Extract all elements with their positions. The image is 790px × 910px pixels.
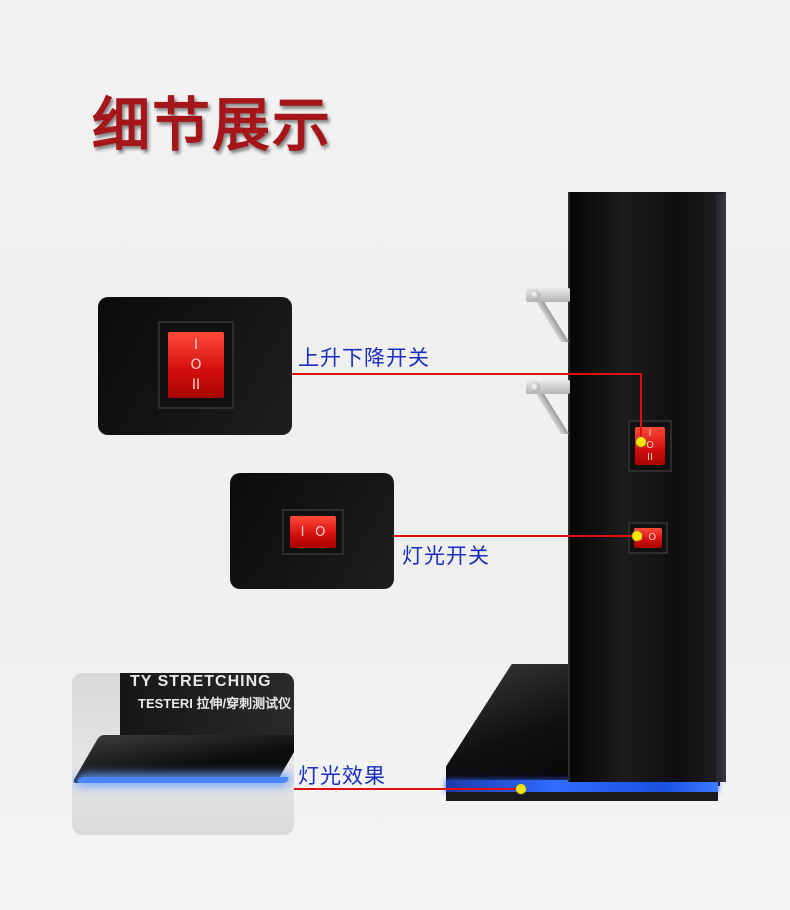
switch-center-mark: II [191,377,201,393]
mini-panel-text-line2: TESTERI 拉伸/穿刺测试仪 [138,696,292,711]
device-panel [568,192,726,782]
device-lift-switch[interactable]: I O II [628,420,672,472]
upper-bracket-arm [534,300,570,342]
lift-switch-closeup: I O II [158,321,234,409]
callout-line-lift-h [292,373,642,375]
base-bottom-edge [446,792,718,801]
callout-label-light-effect: 灯光效果 [298,764,386,788]
callout-line-light-switch [394,535,638,537]
callout-label-lift-switch: 上升下降开关 [298,346,430,370]
marker-light-effect [516,784,526,794]
switch-on-mark: I [300,524,305,540]
upper-screw-icon [530,290,540,300]
switch-off-mark: O [648,532,657,543]
callout-line-light-effect [294,788,522,790]
mini-panel-text-line1: TY STRETCHING [130,673,272,690]
callout-label-light-switch: 灯光开关 [402,544,490,568]
thumbnail-light-effect: TY STRETCHING TESTERI 拉伸/穿刺测试仪 [72,673,294,835]
mini-device-panel [120,673,294,745]
callout-line-lift-v [640,373,642,441]
switch-off-mark: O [190,357,202,373]
lower-bracket-arm [534,392,570,434]
marker-light-switch [632,531,642,541]
switch-center-mark: II [647,452,653,463]
switch-on-mark: I [193,337,199,353]
marker-lift-switch [636,437,646,447]
switch-off-mark: O [646,440,654,451]
page-title: 细节展示 [92,91,333,159]
thumbnail-lift-switch: I O II [98,297,292,435]
switch-on-mark: I [648,428,652,439]
thumbnail-light-switch: I O [230,473,394,589]
switch-off-mark: O [315,524,326,540]
device-panel-edge [716,194,726,782]
mini-device-base [72,735,294,783]
lower-screw-icon [530,382,540,392]
mini-led-glow [76,777,290,783]
light-switch-closeup: I O [282,509,344,555]
